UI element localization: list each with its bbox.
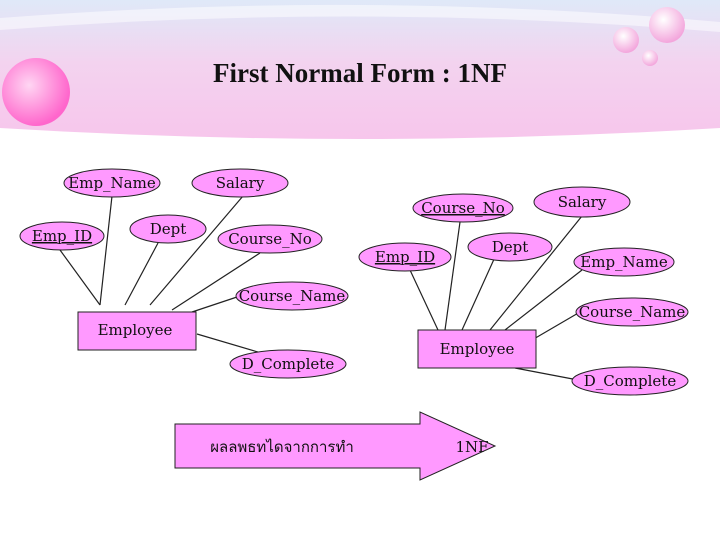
right-line-course-name [532, 312, 580, 340]
left-line-emp-name [100, 196, 112, 305]
arrow-right-text: 1NF [455, 438, 488, 456]
left-line-dept [125, 243, 158, 305]
pink-bubble-small-mid [613, 27, 639, 53]
right-line-d-complete [515, 368, 578, 380]
left-diagram: Emp_Name Salary Emp_ID Dept Course_No Co… [20, 169, 348, 378]
right-line-course-no [445, 222, 460, 330]
right-line-emp-name [505, 270, 582, 330]
right-attr-course-name-label: Course_Name [579, 303, 686, 321]
right-line-dept [462, 257, 495, 330]
left-attr-course-no-label: Course_No [228, 230, 312, 248]
right-attr-d-complete-label: D_Complete [584, 372, 677, 390]
right-attr-emp-name-label: Emp_Name [580, 253, 668, 271]
right-attr-dept-label: Dept [492, 238, 529, 256]
left-line-course-name [192, 296, 240, 312]
right-line-emp-id [410, 270, 438, 330]
left-attr-emp-name-label: Emp_Name [68, 174, 156, 192]
left-attr-salary-label: Salary [216, 174, 265, 192]
left-line-salary [150, 196, 243, 305]
right-attr-salary-label: Salary [558, 193, 607, 211]
pink-bubble-small-top [649, 7, 685, 43]
right-entity-employee-label: Employee [440, 340, 515, 358]
result-arrow: ผลลพธทไดจากการทำ 1NF [175, 412, 495, 480]
left-line-emp-id [60, 250, 100, 305]
right-diagram: Course_No Salary Emp_ID Dept Emp_Name Co… [359, 187, 688, 395]
left-attr-dept-label: Dept [150, 220, 187, 238]
left-attr-course-name-label: Course_Name [239, 287, 346, 305]
right-attr-emp-id-label: Emp_ID [375, 248, 435, 266]
left-entity-employee-label: Employee [98, 321, 173, 339]
left-attr-emp-id-label: Emp_ID [32, 227, 92, 245]
right-attr-course-no-label: Course_No [421, 199, 505, 217]
left-attr-d-complete-label: D_Complete [242, 355, 335, 373]
page-title: First Normal Form : 1NF [0, 58, 720, 89]
arrow-left-text: ผลลพธทไดจากการทำ [210, 438, 354, 456]
